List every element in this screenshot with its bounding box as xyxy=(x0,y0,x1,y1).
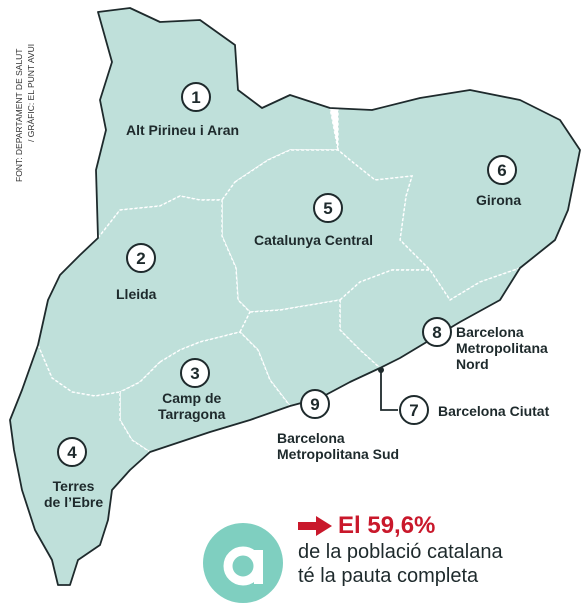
region-camp-de-tarragona[interactable] xyxy=(119,331,292,453)
stat-value: El 59,6% xyxy=(338,512,436,539)
stat-callout: El 59,6% de la població catalana té la p… xyxy=(298,512,581,588)
region-marker-3: 3 xyxy=(180,358,210,388)
region-marker-8: 8 xyxy=(422,317,452,347)
region-marker-4: 4 xyxy=(57,437,87,467)
region-label-barcelona-metropolitana-sud: Barcelona Metropolitana Sud xyxy=(277,430,400,462)
svg-text:9: 9 xyxy=(310,395,319,414)
region-label-alt-pirineu-aran: Alt Pirineu i Aran xyxy=(126,122,240,138)
at-sign-logo xyxy=(203,523,283,603)
svg-text:1: 1 xyxy=(191,88,200,107)
svg-text:8: 8 xyxy=(432,323,441,342)
right-arrow-icon xyxy=(298,516,332,536)
barcelona-ciutat-pointer xyxy=(380,370,398,411)
svg-text:6: 6 xyxy=(497,161,506,180)
stat-headline: El 59,6% xyxy=(298,512,581,540)
region-label-barcelona-metropolitana-nord: Barcelona Metropolitana Nord xyxy=(456,324,548,372)
region-marker-6: 6 xyxy=(487,155,517,185)
region-marker-1: 1 xyxy=(181,82,211,112)
region-marker-7: 7 xyxy=(399,395,429,425)
svg-text:2: 2 xyxy=(136,249,145,268)
region-label-terres-de-ebre: Terres de l’Ebre xyxy=(44,478,104,510)
svg-text:4: 4 xyxy=(67,443,77,462)
svg-text:7: 7 xyxy=(409,401,418,420)
region-label-lleida: Lleida xyxy=(116,286,157,302)
catalonia-outline xyxy=(9,7,581,586)
catalonia-health-regions-map: 1 2 3 4 5 6 7 8 9 xyxy=(9,7,581,586)
stat-text-line1: de la població catalana xyxy=(298,541,503,563)
region-marker-5: 5 xyxy=(313,193,343,223)
region-label-camp-de-tarragona: Camp de Tarragona xyxy=(158,390,226,422)
region-label-girona: Girona xyxy=(476,192,522,208)
stat-text-line2: té la pauta completa xyxy=(298,565,479,587)
svg-text:3: 3 xyxy=(190,364,199,383)
svg-text:5: 5 xyxy=(323,199,332,218)
region-marker-9: 9 xyxy=(300,389,330,419)
barcelona-ciutat-marker xyxy=(378,367,384,373)
region-terres-de-ebre[interactable] xyxy=(9,343,152,586)
region-label-catalunya-central: Catalunya Central xyxy=(254,232,374,248)
region-marker-2: 2 xyxy=(126,243,156,273)
region-label-barcelona-ciutat: Barcelona Ciutat xyxy=(438,403,550,419)
